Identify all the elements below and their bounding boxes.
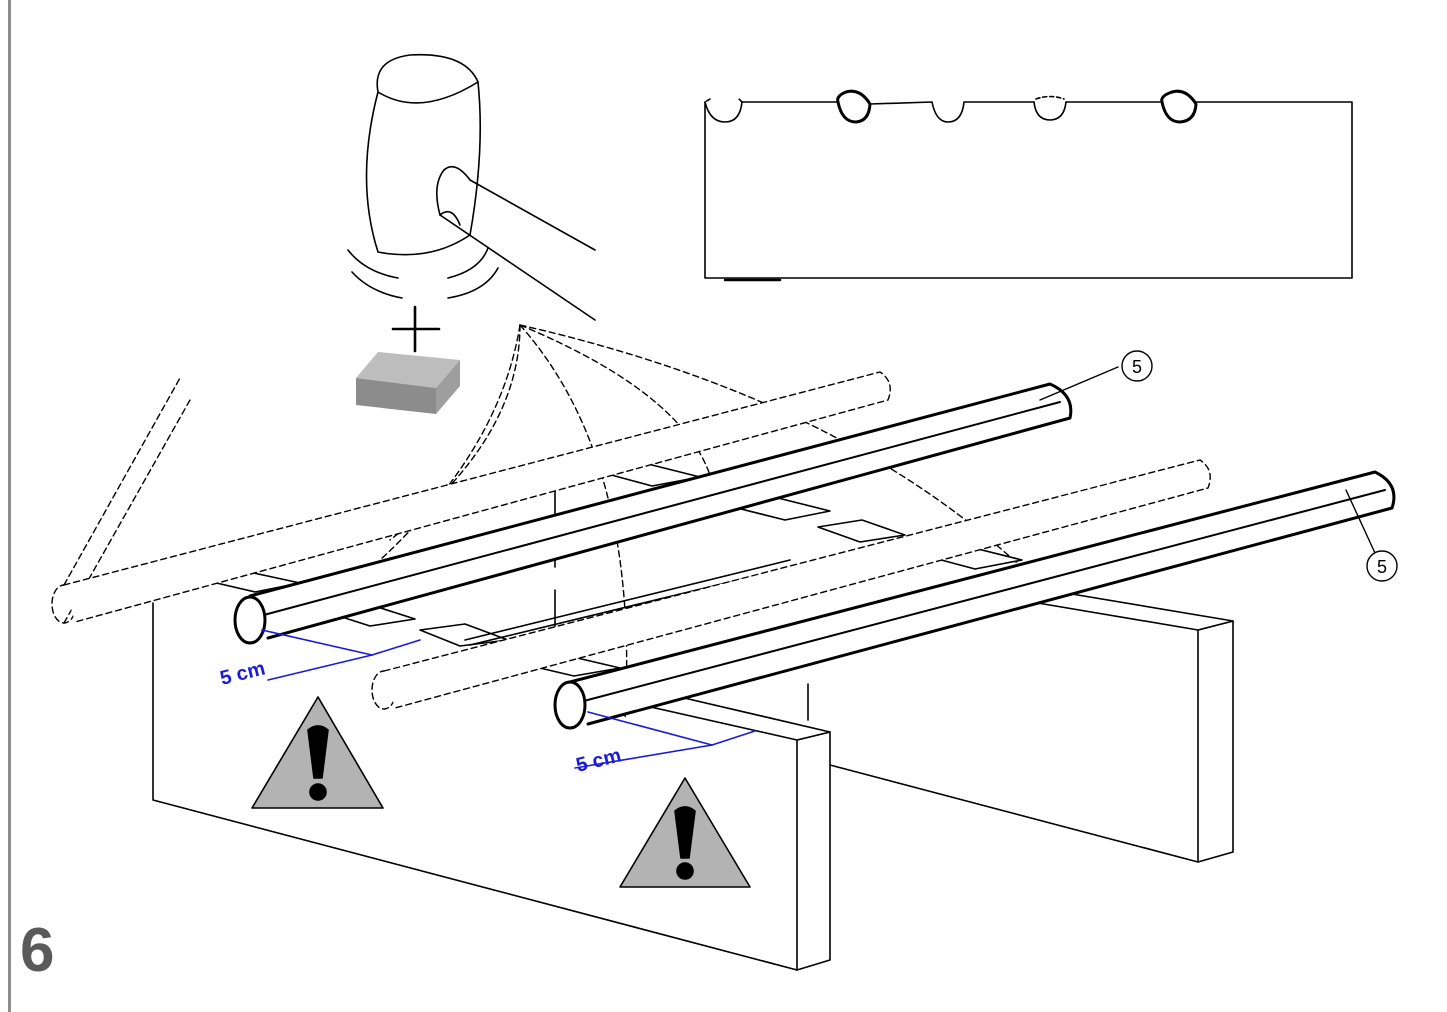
part-callout-a (1121, 350, 1153, 382)
cross-section-inset (704, 89, 1353, 282)
dimension-label-left: 5 cm (218, 657, 268, 689)
part-callout-b (1366, 550, 1398, 582)
wood-block-icon (356, 352, 460, 414)
step-number: 6 (20, 916, 55, 985)
dimension-left (261, 629, 421, 681)
plus-icon (391, 305, 441, 353)
part-label-a: 5 (1132, 357, 1142, 377)
warning-icon (619, 777, 751, 888)
dimension-right (574, 711, 756, 769)
warning-icon (251, 696, 384, 809)
part-label-b: 5 (1377, 557, 1387, 577)
page-margin-line (8, 0, 11, 1012)
rod-part-5-rear (233, 382, 1073, 645)
rubber-mallet-icon (347, 53, 596, 321)
leader-line-a (1039, 366, 1119, 401)
dimension-label-right: 5 cm (574, 744, 624, 776)
rod-part-5-front (553, 470, 1396, 730)
right-side-panel (807, 620, 1234, 863)
ghost-rods (51, 371, 1211, 710)
leader-line-b (1345, 489, 1376, 554)
